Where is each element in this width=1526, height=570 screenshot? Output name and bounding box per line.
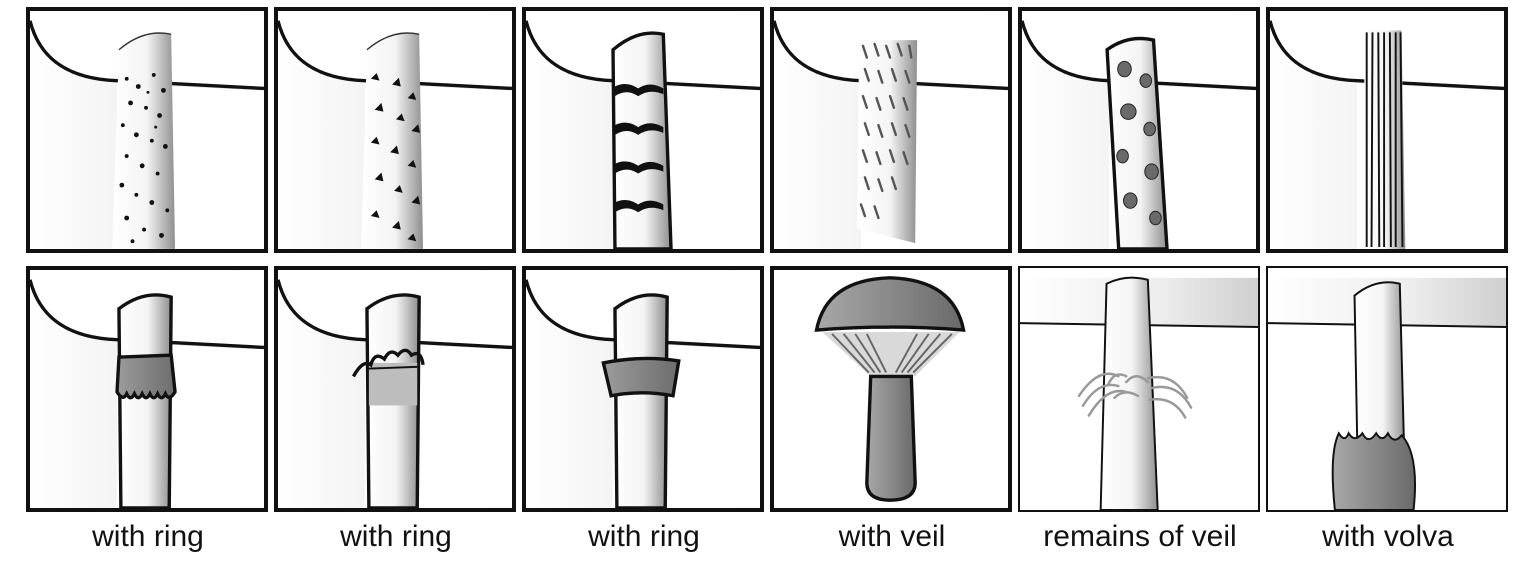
panel-stem-hairy: [770, 7, 1012, 253]
panel-ring-hanging: [26, 266, 268, 512]
ring-sheath-illustration: [526, 270, 760, 508]
stem-hairy-illustration: [774, 11, 1008, 249]
stem-bands-illustration: [526, 11, 760, 249]
veil-remains-illustration: [1020, 268, 1258, 510]
panel-stem-spots: [1018, 7, 1260, 253]
caption-with-veil: with veil: [838, 520, 946, 553]
caption-with-volva: with volva: [1322, 520, 1454, 553]
veil-illustration: [774, 270, 1008, 508]
panel-volva: [1266, 266, 1508, 512]
panel-stem-fibrous: [1266, 7, 1508, 253]
stem-coarse-scales-illustration: [278, 11, 512, 249]
caption-with-ring-2: with ring: [340, 520, 452, 553]
ring-skirt-illustration: [278, 270, 512, 508]
caption-remains-of-veil: remains of veil: [1043, 520, 1237, 553]
panel-stem-coarse-scales: [274, 7, 516, 253]
ring-hanging-illustration: [30, 270, 264, 508]
panel-ring-skirt: [274, 266, 516, 512]
stem-spots-illustration: [1022, 11, 1256, 249]
panel-stem-fine-scales: [26, 7, 268, 253]
volva-illustration: [1268, 268, 1506, 510]
panel-veil-remains: [1018, 266, 1260, 512]
panel-stem-bands: [522, 7, 764, 253]
panel-veil: [770, 266, 1012, 512]
caption-with-ring-1: with ring: [92, 520, 204, 553]
caption-with-ring-3: with ring: [588, 520, 700, 553]
panel-ring-sheath: [522, 266, 764, 512]
stem-fine-scales-illustration: [30, 11, 264, 249]
stem-fibrous-illustration: [1270, 11, 1504, 249]
